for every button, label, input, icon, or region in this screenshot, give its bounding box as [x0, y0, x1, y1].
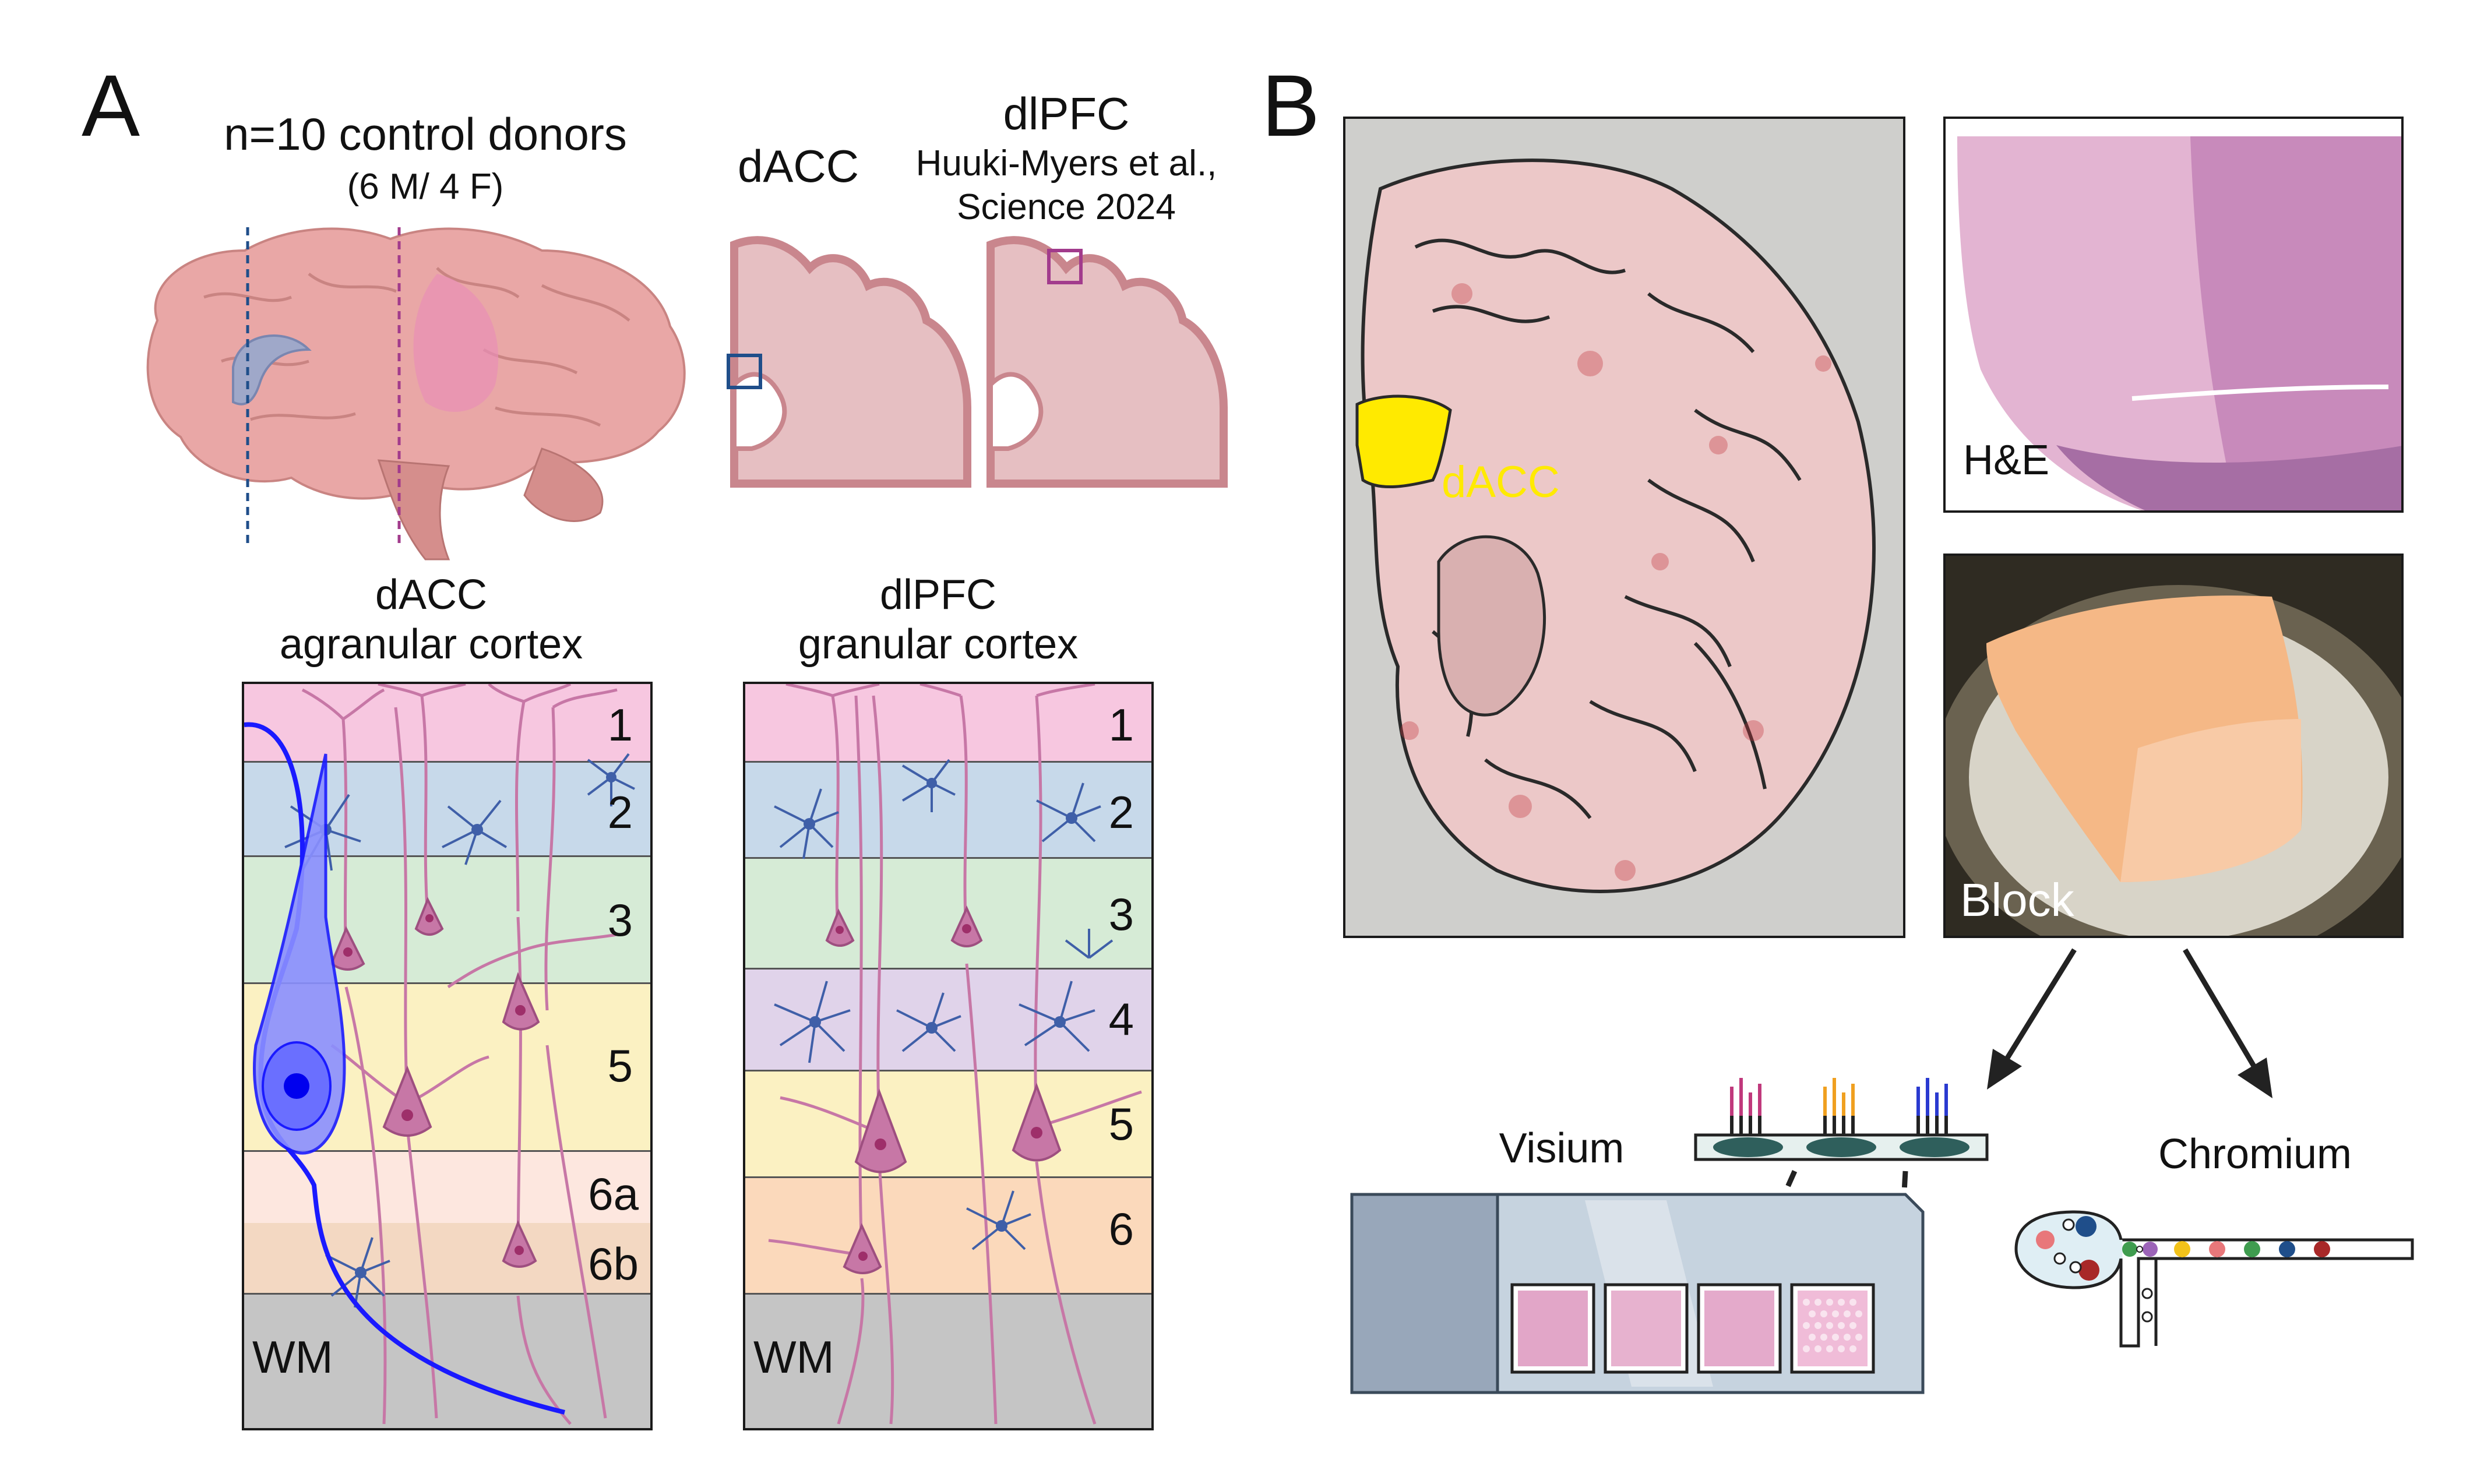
block-label: Block: [1960, 874, 2074, 926]
dlpfc-layer-label-4: 4: [1108, 993, 1134, 1045]
dacc-layer-label-1: 1: [607, 699, 633, 750]
dacc-layer-wm: [244, 1293, 650, 1428]
dlpfc-layer-label-3: 3: [1108, 889, 1134, 940]
dacc-layer-label-3: 3: [607, 894, 633, 946]
dlpfc-layer-label-1: 1: [1108, 699, 1134, 750]
he-label: H&E: [1963, 437, 2050, 484]
visium-probe-strip: [1694, 1078, 1989, 1161]
dacc-section-illustration: [727, 236, 971, 488]
dlpfc-laminar-column: 1 2 3 4 5 6 WM: [743, 682, 1154, 1430]
chromium-microfluidics: [2014, 1210, 2414, 1348]
dacc-layer-label-wm: WM: [252, 1331, 333, 1383]
dacc-layer-label-5: 5: [607, 1040, 633, 1091]
citation-line2: Science 2024: [957, 187, 1176, 227]
dlpfc-layer-label-2: 2: [1108, 787, 1134, 838]
tissue-block-photo: Block: [1943, 554, 2404, 938]
dlpfc-layer-3: [745, 857, 1151, 970]
dlpfc-layer-1: [745, 684, 1151, 761]
visium-label: Visium: [1499, 1125, 1625, 1172]
dlpfc-layer-label-5: 5: [1108, 1098, 1134, 1150]
he-tissue-drawing: [1957, 136, 2401, 510]
brain-section-drawing: [1345, 119, 1903, 936]
dacc-laminar-column: 1 2 3 5 6a 6b WM: [242, 682, 653, 1430]
panel-b-letter: B: [1262, 57, 1320, 154]
dacc-layer-6a: [244, 1150, 650, 1225]
dlpfc-neurons-illustration: [768, 684, 1142, 1425]
dlpfc-layer-6: [745, 1176, 1151, 1295]
section-dacc-label: dACC: [1442, 457, 1560, 507]
dlpfc-layer-wm: [745, 1293, 1151, 1428]
dacc-layer-label-2: 2: [607, 787, 633, 838]
donor-title: n=10 control donors: [224, 108, 627, 160]
region-dlpfc-label: dlPFC: [1003, 88, 1130, 139]
citation-line1: Huuki-Myers et al.,: [915, 143, 1217, 184]
arrow-to-visium: [1987, 948, 2077, 1090]
tissue-block-drawing: [1946, 556, 2401, 936]
dlpfc-layer-5: [745, 1070, 1151, 1178]
right-column-title-line1: dlPFC: [879, 572, 997, 618]
dacc-layer-label-6a: 6a: [588, 1168, 639, 1219]
panel-a-letter: A: [82, 57, 140, 154]
dacc-neurons-illustration: [244, 684, 635, 1425]
region-dacc-label: dACC: [737, 140, 859, 192]
right-column-title-line2: granular cortex: [798, 621, 1079, 668]
he-image: H&E: [1943, 117, 2404, 513]
dlpfc-layer-label-6: 6: [1108, 1203, 1134, 1254]
chromium-label: Chromium: [2158, 1131, 2352, 1178]
brain-illustration: [146, 227, 686, 561]
visium-slide: [1350, 1170, 1925, 1394]
donor-subtitle: (6 M/ 4 F): [347, 167, 504, 207]
dlpfc-layer-label-wm: WM: [753, 1331, 834, 1383]
left-column-title-line1: dACC: [375, 572, 488, 618]
left-column-title-line2: agranular cortex: [279, 621, 583, 668]
dacc-layer-label-6b: 6b: [588, 1238, 639, 1289]
brain-section-photo: dACC: [1343, 117, 1905, 938]
dlpfc-section-illustration: [986, 236, 1228, 488]
arrow-to-chromium: [2183, 948, 2272, 1098]
